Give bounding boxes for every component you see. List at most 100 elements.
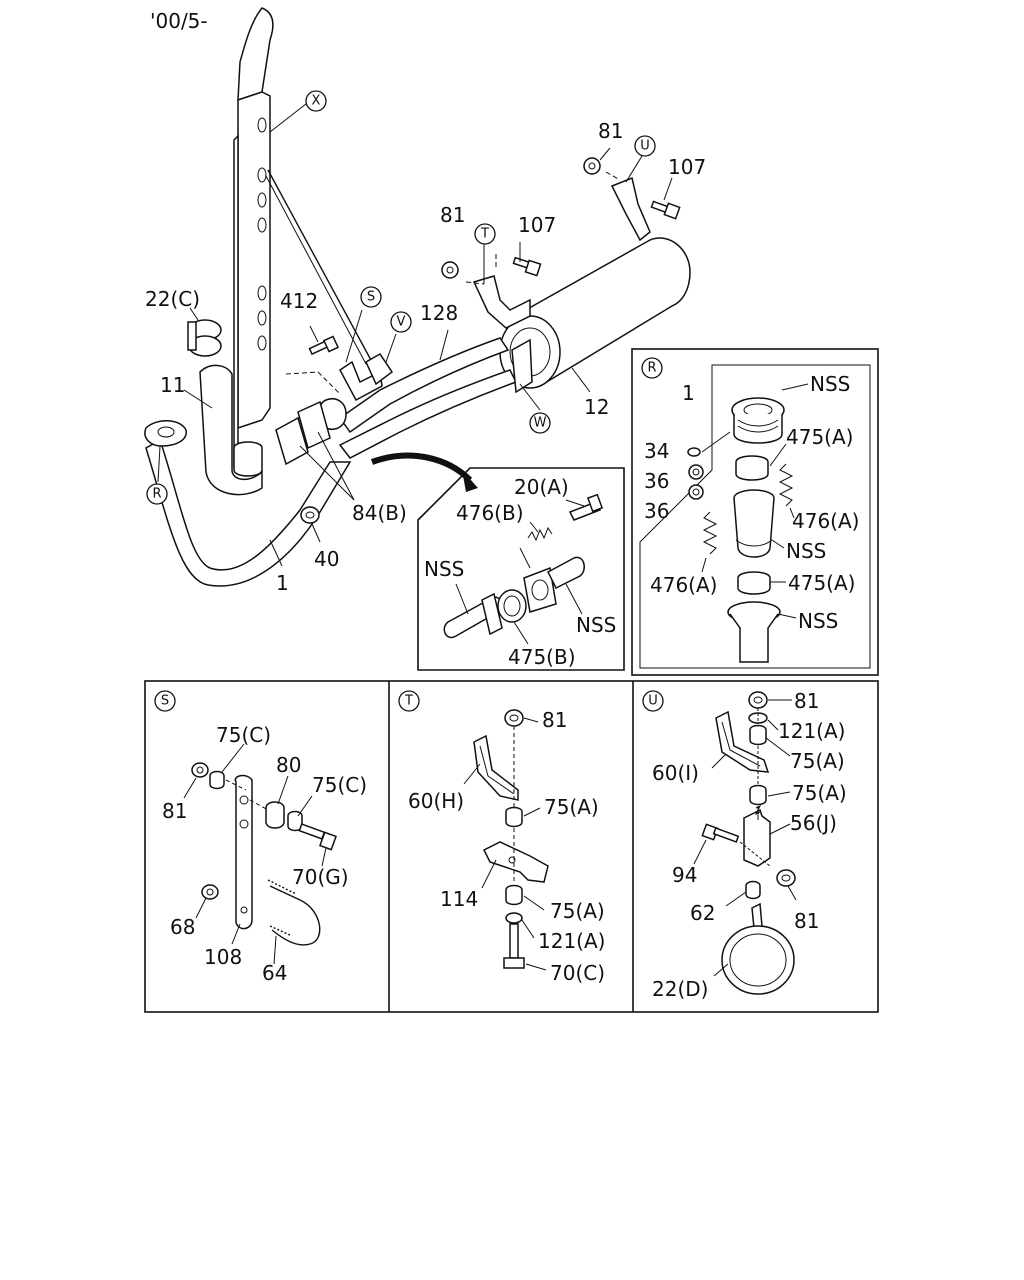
s-spacer-80 <box>265 801 285 829</box>
svg-text:R: R <box>647 361 656 376</box>
detail-r-inner-box <box>639 364 871 669</box>
callout-t: T <box>474 223 496 245</box>
t-label-121a: 121(A) <box>538 929 605 953</box>
detail-u: U <box>642 689 847 1001</box>
r-label-34: 34 <box>644 439 669 463</box>
t-bushing-75a-2 <box>505 884 523 906</box>
u-label-22d: 22(D) <box>652 977 708 1001</box>
s-label-108: 108 <box>204 945 242 969</box>
s-strap-108 <box>234 774 253 930</box>
bolt-107-lower <box>512 256 542 277</box>
t-label-70c: 70(C) <box>550 961 605 985</box>
u-label-56j: 56(J) <box>790 811 837 835</box>
r-label-36-2: 36 <box>644 499 669 523</box>
callout-w: W <box>529 412 551 434</box>
r-nut-36-1 <box>688 464 704 480</box>
clamp-22c <box>187 319 222 357</box>
support-rod <box>267 169 373 363</box>
label-412: 412 <box>280 289 318 313</box>
muffler-hanger-t <box>472 275 533 394</box>
detail-r-title: R <box>641 357 663 379</box>
t-bracket-114 <box>482 841 549 883</box>
flange-label-nss-left: NSS <box>424 557 464 581</box>
heat-shield-holes <box>257 117 267 351</box>
r-pipe-nss-mid <box>733 489 775 558</box>
u-label-60i: 60(I) <box>652 761 699 785</box>
t-label-60h: 60(H) <box>408 789 464 813</box>
label-40: 40 <box>314 547 339 571</box>
r-label-nss-bot: NSS <box>798 609 838 633</box>
label-128: 128 <box>420 301 458 325</box>
u-label-121a: 121(A) <box>778 719 845 743</box>
s-nut-81 <box>191 762 209 778</box>
svg-text:T: T <box>480 227 489 242</box>
r-spring-476a-2 <box>702 511 718 555</box>
r-label-476a-2: 476(A) <box>650 573 717 597</box>
t-nut-81 <box>504 709 524 727</box>
label-81-lower: 81 <box>440 203 465 227</box>
bolt-107-upper <box>650 200 681 220</box>
label-107-lower: 107 <box>518 213 556 237</box>
t-washer-121a <box>505 912 523 924</box>
u-bushing-75a-1 <box>749 724 767 746</box>
nut-81-lower <box>441 261 459 279</box>
callout-r: R <box>146 483 168 505</box>
u-nut-81-top <box>748 691 768 709</box>
callout-s: S <box>360 286 382 308</box>
detail-t: T 81 60(H) <box>398 690 605 985</box>
r-label-475a-2: 475(A) <box>788 571 855 595</box>
detail-u-title: U <box>642 690 664 712</box>
r-flange-top <box>731 397 785 444</box>
r-pipe-nss-bot <box>727 601 781 663</box>
label-107-upper: 107 <box>668 155 706 179</box>
u-label-81-top: 81 <box>794 689 819 713</box>
label-12: 12 <box>584 395 609 419</box>
svg-text:X: X <box>312 94 321 109</box>
u-bolt-94 <box>701 823 740 843</box>
t-label-75a-1: 75(A) <box>544 795 599 819</box>
r-label-1: 1 <box>682 381 695 405</box>
u-bracket-56j <box>743 808 771 867</box>
t-hanger-60h <box>473 734 519 801</box>
flange-label-475b: 475(B) <box>508 645 576 669</box>
flange-detail-box <box>417 467 625 671</box>
pipe-11 <box>199 364 263 496</box>
svg-text:S: S <box>367 290 375 305</box>
callout-u: U <box>634 135 656 157</box>
svg-text:V: V <box>397 315 406 330</box>
s-label-70g: 70(G) <box>292 865 349 889</box>
flange-detail: 20(A) 476(B) NSS NSS 475(B) <box>417 467 625 671</box>
u-label-62: 62 <box>690 901 715 925</box>
r-washer-34 <box>687 447 701 457</box>
date-code: '00/5- <box>150 9 208 33</box>
pipe-128-upper <box>338 337 510 434</box>
svg-text:R: R <box>152 487 161 502</box>
detail-r: R <box>631 348 879 676</box>
label-84b: 84(B) <box>352 501 407 525</box>
s-label-64: 64 <box>262 961 287 985</box>
s-bushing-75c-1 <box>209 770 225 790</box>
stack-pipe <box>237 7 274 102</box>
detail-arrow-head <box>462 470 478 492</box>
s-label-75c-2: 75(C) <box>312 773 367 797</box>
svg-text:U: U <box>640 139 650 154</box>
t-bushing-75a-1 <box>505 806 523 828</box>
label-11: 11 <box>160 373 185 397</box>
main-assembly: 22(C) 11 412 128 12 81 107 81 107 84(B) … <box>144 7 706 595</box>
label-1: 1 <box>276 571 289 595</box>
muffler-hanger-u <box>610 176 651 242</box>
s-u-bolt-64 <box>269 885 321 946</box>
u-nut-81-right <box>776 869 796 887</box>
u-label-81-right: 81 <box>794 909 819 933</box>
s-label-80: 80 <box>276 753 301 777</box>
detail-t-title: T <box>398 690 420 712</box>
detail-s-title: S <box>154 690 176 712</box>
stack-shield-side <box>233 134 239 468</box>
u-label-75a-2: 75(A) <box>792 781 847 805</box>
callout-x: X <box>305 90 327 112</box>
bolt-412 <box>308 335 340 356</box>
detail-s: S <box>154 690 367 985</box>
stack-heat-shield <box>237 91 271 430</box>
u-hanger-60i <box>715 710 770 773</box>
